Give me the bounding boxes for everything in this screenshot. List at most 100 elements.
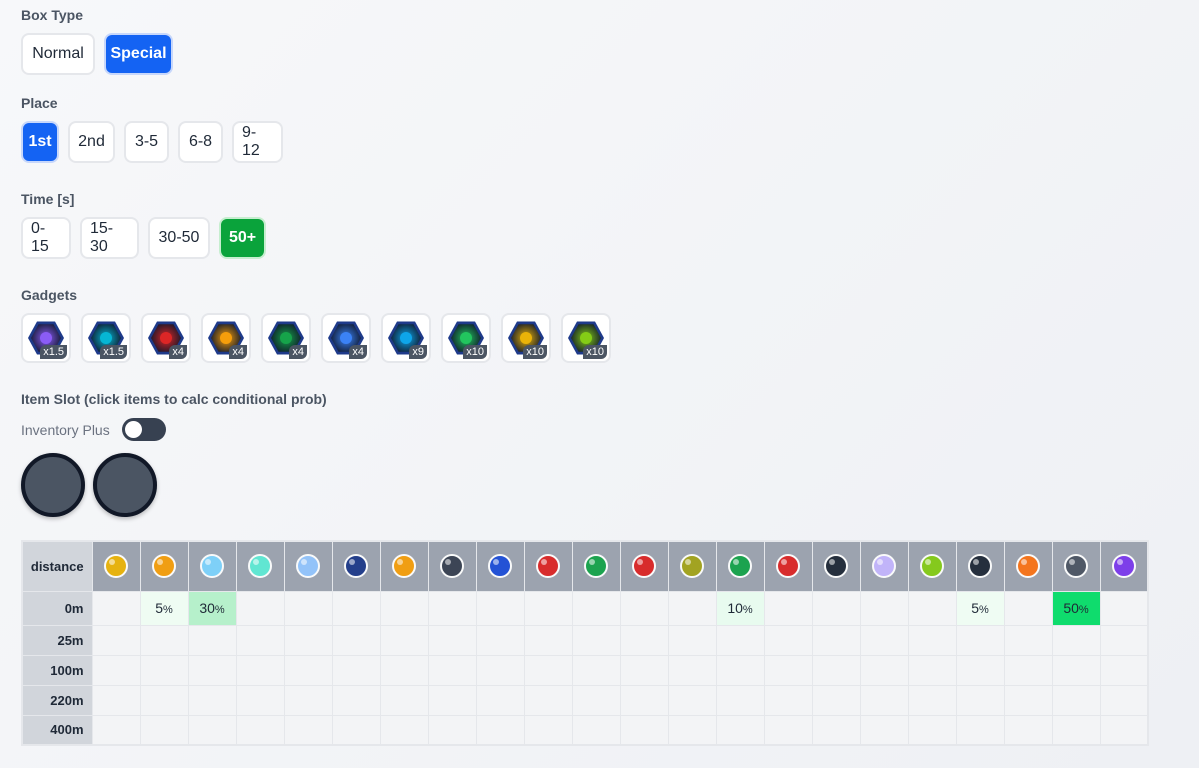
gadget-multiplier: x1.5 [40,345,67,359]
prob-cell [763,684,813,716]
spike-ball-icon [437,551,467,581]
inventory-plus-toggle[interactable] [121,418,166,441]
item-header[interactable] [619,540,669,592]
gadget-button[interactable]: x10 [441,313,491,363]
item-header[interactable] [523,540,573,592]
item-header[interactable] [187,540,237,592]
item-header[interactable] [379,540,429,592]
prob-cell [1003,590,1053,626]
prob-cell [475,714,525,746]
prob-cell [523,714,573,746]
prob-cell [523,684,573,716]
percent-sign: % [1078,604,1089,616]
prob-cell [427,654,477,686]
gadget-button[interactable]: x1.5 [81,313,131,363]
prob-cell [667,714,717,746]
prob-cell [427,590,477,626]
item-header[interactable] [283,540,333,592]
prob-cell [91,654,141,686]
time-0-15-button[interactable]: 0-15 [21,217,71,259]
gadget-button[interactable]: x4 [141,313,191,363]
place-6-8-button[interactable]: 6-8 [178,121,223,163]
monster-truck-icon [341,551,371,581]
item-header[interactable] [811,540,861,592]
prob-cell [571,624,621,656]
prob-cell [859,624,909,656]
gadget-button[interactable]: x4 [201,313,251,363]
shield-icon [1061,551,1091,581]
prob-cell [811,624,861,656]
prob-cell [667,654,717,686]
shuriken-icon [677,551,707,581]
prob-cell [1051,684,1101,716]
inventory-plus-label: Inventory Plus [21,421,110,438]
prob-cell [811,654,861,686]
time-30-50-button[interactable]: 30-50 [148,217,210,259]
prob-cell [715,714,765,746]
box-special-button[interactable]: Special [104,33,173,75]
prob-cell [235,590,285,626]
item-header[interactable] [667,540,717,592]
item-header[interactable] [475,540,525,592]
prob-cell [475,624,525,656]
item-header[interactable] [1051,540,1101,592]
item-header[interactable] [907,540,957,592]
prob-cell [571,714,621,746]
box-normal-button[interactable]: Normal [21,33,95,75]
place-2nd-button[interactable]: 2nd [68,121,115,163]
distance-label: 220m [21,684,93,716]
item-header[interactable] [859,540,909,592]
distance-label: 25m [21,624,93,656]
table-row: 25m [21,624,1149,656]
prob-cell [619,624,669,656]
item-header[interactable] [235,540,285,592]
item-header[interactable] [91,540,141,592]
prob-value: 30 [199,600,215,616]
prob-cell [139,654,189,686]
item-slot-1[interactable] [21,453,85,517]
item-header[interactable] [1003,540,1053,592]
gadget-button[interactable]: x4 [261,313,311,363]
gadget-button[interactable]: x10 [501,313,551,363]
prob-cell [331,714,381,746]
table-row: 100m [21,654,1149,686]
box-type-section: Box Type Normal Special [21,5,173,75]
gadget-button[interactable]: x1.5 [21,313,71,363]
place-1st-button[interactable]: 1st [21,121,59,163]
gadget-button[interactable]: x10 [561,313,611,363]
prob-cell [955,624,1005,656]
item-header[interactable] [1099,540,1149,592]
prob-cell [187,714,237,746]
item-header[interactable] [763,540,813,592]
triple-green-icon [725,551,755,581]
item-header[interactable] [331,540,381,592]
time-15-30-button[interactable]: 15-30 [80,217,139,259]
prob-cell [811,714,861,746]
prob-cell [1051,624,1101,656]
gadget-button[interactable]: x9 [381,313,431,363]
prob-cell [427,714,477,746]
prob-cell [619,590,669,626]
place-9-12-button[interactable]: 9-12 [232,121,283,163]
green-missile-icon [581,551,611,581]
item-header[interactable] [571,540,621,592]
place-3-5-button[interactable]: 3-5 [124,121,169,163]
gadget-button[interactable]: x4 [321,313,371,363]
gadget-core [220,332,232,344]
item-header[interactable] [715,540,765,592]
item-slot-2[interactable] [93,453,157,517]
gadget-core [400,332,412,344]
item-header[interactable] [139,540,189,592]
gadget-multiplier: x10 [583,345,607,359]
gadget-core [520,332,532,344]
prob-cell [907,714,957,746]
prob-cell [283,714,333,746]
time-50-plus-button[interactable]: 50+ [219,217,266,259]
distance-label: 400m [21,714,93,746]
prob-cell [331,684,381,716]
item-header[interactable] [955,540,1005,592]
prob-cell [811,590,861,626]
item-header[interactable] [427,540,477,592]
prob-value: 5 [971,600,979,616]
